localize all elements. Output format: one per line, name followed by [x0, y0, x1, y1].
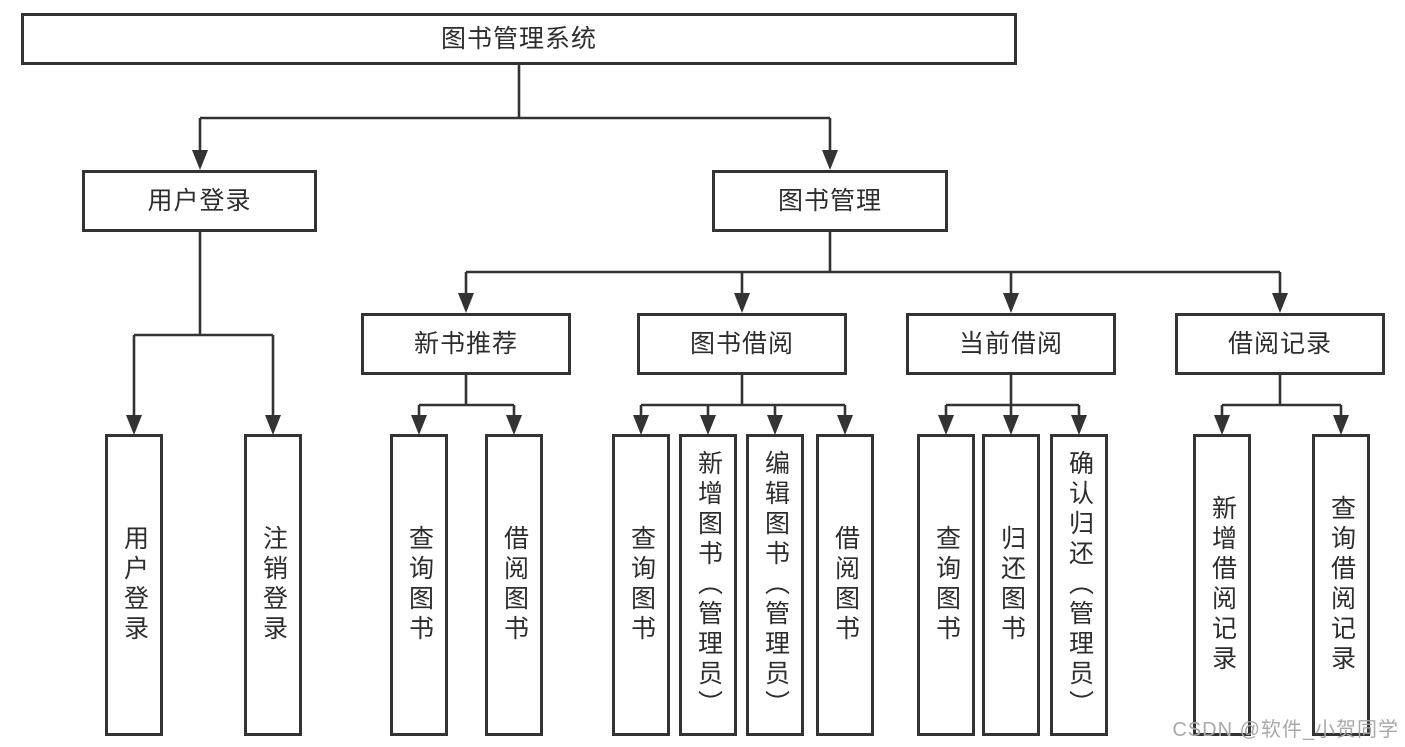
node-book-management: 图书管理 — [712, 170, 948, 232]
leaf-query-book-current: 查询图书 — [917, 434, 975, 736]
node-new-book-recommend: 新书推荐 — [361, 313, 571, 375]
node-root-system: 图书管理系统 — [21, 13, 1017, 65]
node-current-borrowing: 当前借阅 — [906, 313, 1116, 375]
arrowheads — [126, 150, 1349, 435]
node-borrowing-records: 借阅记录 — [1175, 313, 1385, 375]
leaf-confirm-return-admin: 确认归还（管理员） — [1050, 434, 1108, 736]
csdn-watermark: CSDN @软件_小贺同学 — [1172, 719, 1399, 741]
leaf-borrow-book: 借阅图书 — [816, 434, 874, 736]
connector-group — [132, 65, 1343, 417]
leaf-query-book-recommend: 查询图书 — [390, 434, 448, 736]
leaf-borrow-book-recommend: 借阅图书 — [485, 434, 543, 736]
leaf-add-borrow-record: 新增借阅记录 — [1193, 434, 1251, 736]
leaf-edit-book-admin: 编辑图书（管理员） — [746, 434, 804, 736]
leaf-user-login: 用户登录 — [105, 434, 163, 736]
leaf-query-borrow-record: 查询借阅记录 — [1312, 434, 1370, 736]
leaf-query-book-borrowing: 查询图书 — [612, 434, 670, 736]
node-user-login: 用户登录 — [82, 170, 317, 232]
leaf-logout: 注销登录 — [244, 434, 302, 736]
leaf-return-book: 归还图书 — [982, 434, 1040, 736]
leaf-add-book-admin: 新增图书（管理员） — [679, 434, 737, 736]
node-book-borrowing: 图书借阅 — [637, 313, 847, 375]
